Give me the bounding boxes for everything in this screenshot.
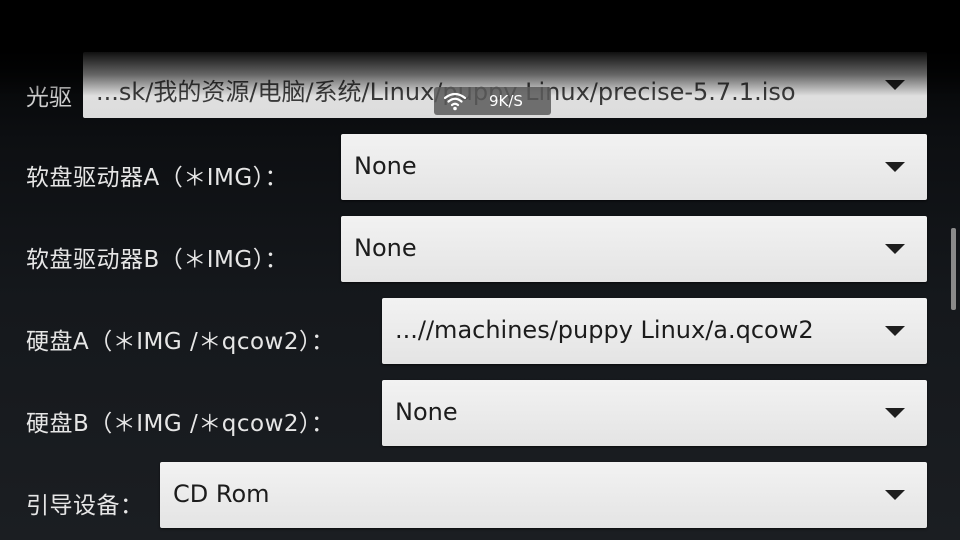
chevron-down-icon xyxy=(885,408,905,418)
boot-device-dropdown[interactable]: CD Rom xyxy=(160,462,927,528)
chevron-down-icon xyxy=(885,162,905,172)
hdd-b-dropdown[interactable]: None xyxy=(382,380,927,446)
floppy-b-label: 软盘驱动器B（＊IMG）： xyxy=(26,247,289,273)
chevron-down-icon xyxy=(885,326,905,336)
floppy-b-dropdown[interactable]: None xyxy=(341,216,927,282)
chevron-down-icon xyxy=(885,244,905,254)
cdrom-label: 光驱 xyxy=(26,85,72,111)
network-speed-badge: 9K/S xyxy=(434,87,551,115)
network-speed-text: 9K/S xyxy=(489,92,523,110)
floppy-a-dropdown[interactable]: None xyxy=(341,134,927,200)
floppy-a-label: 软盘驱动器A（＊IMG）： xyxy=(26,165,289,191)
hdd-b-value: None xyxy=(395,398,458,426)
boot-device-label: 引导设备： xyxy=(26,493,144,519)
hdd-a-label: 硬盘A（＊IMG /＊qcow2）： xyxy=(26,329,335,355)
hdd-a-value: ...//machines/puppy Linux/a.qcow2 xyxy=(395,316,814,344)
wifi-icon xyxy=(444,92,466,111)
hdd-b-label: 硬盘B（＊IMG /＊qcow2）： xyxy=(26,411,335,437)
floppy-b-value: None xyxy=(354,234,417,262)
chevron-down-icon xyxy=(885,490,905,500)
boot-device-value: CD Rom xyxy=(173,480,270,508)
floppy-a-value: None xyxy=(354,152,417,180)
vertical-scrollbar[interactable] xyxy=(951,228,956,310)
chevron-down-icon xyxy=(885,80,905,90)
hdd-a-dropdown[interactable]: ...//machines/puppy Linux/a.qcow2 xyxy=(382,298,927,364)
